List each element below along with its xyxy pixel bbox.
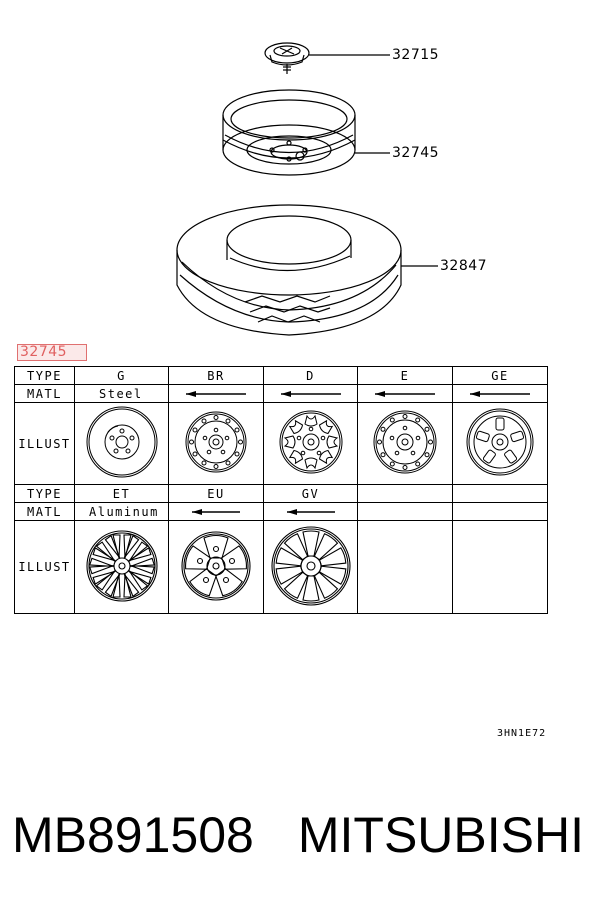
illust-row-1: ILLUST (14, 402, 548, 485)
illust-label: ILLUST (14, 520, 75, 614)
steel-wheel-ge-icon (466, 408, 534, 476)
type-cell: BR (168, 366, 264, 385)
same-as-left-arrow-cell (357, 384, 453, 403)
wheel-type-table: TYPE G BR D E GE MATL Steel ILLUST TYPE (14, 366, 548, 614)
type-cell: GV (263, 484, 358, 503)
part-number: MB891508 (12, 807, 254, 863)
same-as-left-arrow-cell (263, 384, 358, 403)
same-as-left-arrow-cell (452, 384, 548, 403)
type-label: TYPE (14, 484, 75, 503)
steel-wheel-e-icon (373, 410, 437, 474)
alloy-wheel-et-icon (85, 529, 158, 602)
section-reference-label[interactable]: 32745 (17, 344, 87, 361)
wheel-illustration-cell (357, 402, 453, 485)
hub-cap-drawing (264, 42, 310, 74)
illust-label: ILLUST (14, 402, 75, 485)
same-as-left-arrow-cell (168, 502, 264, 521)
steel-wheel-g-icon (86, 406, 157, 478)
wheel-illustration-cell (263, 520, 358, 614)
empty-cell (357, 520, 453, 614)
exploded-wheel-diagram (176, 42, 438, 336)
steel-wheel-d-icon (279, 410, 342, 474)
steel-wheel-drawing (222, 89, 356, 176)
drawing-code: 3HN1E72 (497, 728, 547, 739)
type-cell: ET (74, 484, 169, 503)
wheel-illustration-cell (263, 402, 358, 485)
wheel-illustration-cell (168, 402, 264, 485)
illust-row-2: ILLUST (14, 520, 548, 614)
left-arrow-icon (192, 508, 240, 515)
matl-row-2: MATL Aluminum (14, 502, 548, 521)
alloy-wheel-gv-icon (270, 525, 351, 606)
steel-wheel-br-icon (185, 411, 247, 473)
wheel-illustration-cell (74, 402, 169, 485)
wheel-illustration-cell (168, 520, 264, 614)
callout-hub-cap: 32715 (392, 47, 440, 63)
type-cell: GE (452, 366, 548, 385)
left-arrow-icon (286, 508, 335, 515)
brand-name: MITSUBISHI (297, 807, 584, 863)
type-cell (452, 484, 548, 503)
wheel-illustration-cell (452, 402, 548, 485)
type-cell: EU (168, 484, 264, 503)
left-arrow-icon (186, 390, 246, 397)
type-cell (357, 484, 453, 503)
type-cell: E (357, 366, 453, 385)
matl-label: MATL (14, 384, 75, 403)
type-row-2: TYPE ET EU GV (14, 484, 548, 503)
left-arrow-icon (280, 390, 341, 397)
type-cell: G (74, 366, 169, 385)
type-cell: D (263, 366, 358, 385)
same-as-left-arrow-cell (168, 384, 264, 403)
alloy-wheel-eu-icon (181, 530, 251, 601)
left-arrow-icon (470, 390, 530, 397)
callout-wheel: 32745 (392, 145, 440, 161)
material-cell: Steel (74, 384, 169, 403)
empty-cell (452, 520, 548, 614)
material-cell: Aluminum (74, 502, 169, 521)
type-row-1: TYPE G BR D E GE (14, 366, 548, 385)
wheel-illustration-cell (74, 520, 169, 614)
callout-tire: 32847 (440, 258, 488, 274)
same-as-left-arrow-cell (263, 502, 358, 521)
empty-cell (357, 502, 453, 521)
matl-row-1: MATL Steel (14, 384, 548, 403)
empty-cell (452, 502, 548, 521)
tire-drawing (176, 204, 402, 336)
footer-caption: MB891508 MITSUBISHI (12, 806, 584, 864)
left-arrow-icon (375, 390, 435, 397)
type-label: TYPE (14, 366, 75, 385)
matl-label: MATL (14, 502, 75, 521)
